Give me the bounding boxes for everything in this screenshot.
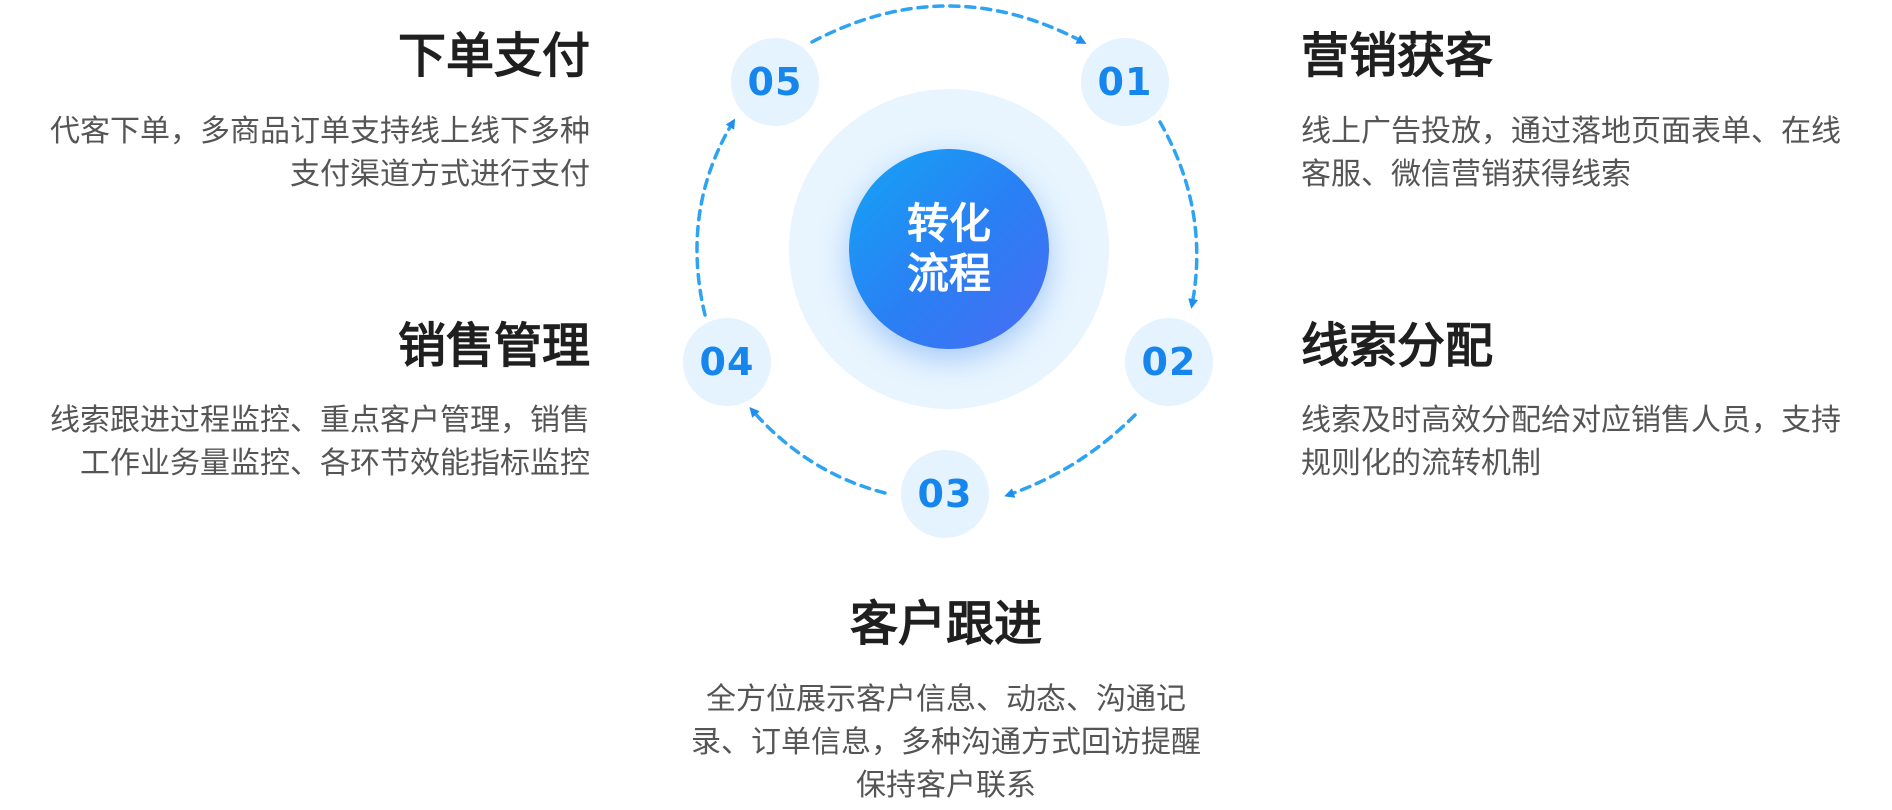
step-desc-02-line2: 规则化的流转机制 [1301, 446, 1541, 481]
step-badge-04: 04 [683, 318, 771, 406]
step-desc-03-line2: 录、订单信息，多种沟通方式回访提醒 [691, 725, 1201, 760]
step-title-05: 下单支付 [397, 28, 590, 84]
step-badge-02: 02 [1125, 318, 1213, 406]
step-desc-03-line1: 全方位展示客户信息、动态、沟通记 [706, 682, 1186, 717]
step-desc-01-line1: 线上广告投放，通过落地页面表单、在线 [1301, 114, 1841, 149]
step-desc-02: 线索及时高效分配给对应销售人员，支持 规则化的流转机制 [1301, 399, 1891, 485]
step-title-04: 销售管理 [397, 318, 590, 374]
step-desc-05-line2: 支付渠道方式进行支付 [290, 157, 590, 192]
step-desc-02-line1: 线索及时高效分配给对应销售人员，支持 [1301, 403, 1841, 438]
step-badge-01: 01 [1081, 38, 1169, 126]
step-desc-04-line2: 工作业务量监控、各环节效能指标监控 [80, 446, 590, 481]
step-title-03: 客户跟进 [849, 596, 1042, 652]
center-label-line1: 转化 [906, 199, 991, 248]
arrow-03-to-04 [749, 406, 887, 495]
arrow-05-to-01 [810, 4, 1087, 44]
step-desc-03-line3: 保持客户联系 [856, 768, 1036, 803]
arrow-01-to-02 [1158, 120, 1199, 309]
step-desc-05-line1: 代客下单，多商品订单支持线上线下多种 [50, 114, 590, 149]
step-desc-04-line1: 线索跟进过程监控、重点客户管理，销售 [50, 403, 590, 438]
arrow-02-to-03 [1004, 413, 1137, 498]
step-title-02: 线索分配 [1301, 318, 1494, 374]
center-hub: 转化 流程 [849, 149, 1049, 349]
step-badge-05: 05 [731, 38, 819, 126]
step-desc-01-line2: 客服、微信营销获得线索 [1301, 157, 1631, 192]
step-title-01: 营销获客 [1301, 28, 1494, 84]
step-desc-01: 线上广告投放，通过落地页面表单、在线 客服、微信营销获得线索 [1301, 110, 1891, 196]
center-label-line2: 流程 [906, 249, 991, 298]
step-desc-05: 代客下单，多商品订单支持线上线下多种 支付渠道方式进行支付 [0, 110, 590, 196]
step-desc-04: 线索跟进过程监控、重点客户管理，销售 工作业务量监控、各环节效能指标监控 [0, 399, 590, 485]
arrow-04-to-05 [695, 118, 736, 317]
step-desc-03: 全方位展示客户信息、动态、沟通记 录、订单信息，多种沟通方式回访提醒 保持客户联… [646, 678, 1246, 807]
step-badge-03: 03 [901, 450, 989, 538]
